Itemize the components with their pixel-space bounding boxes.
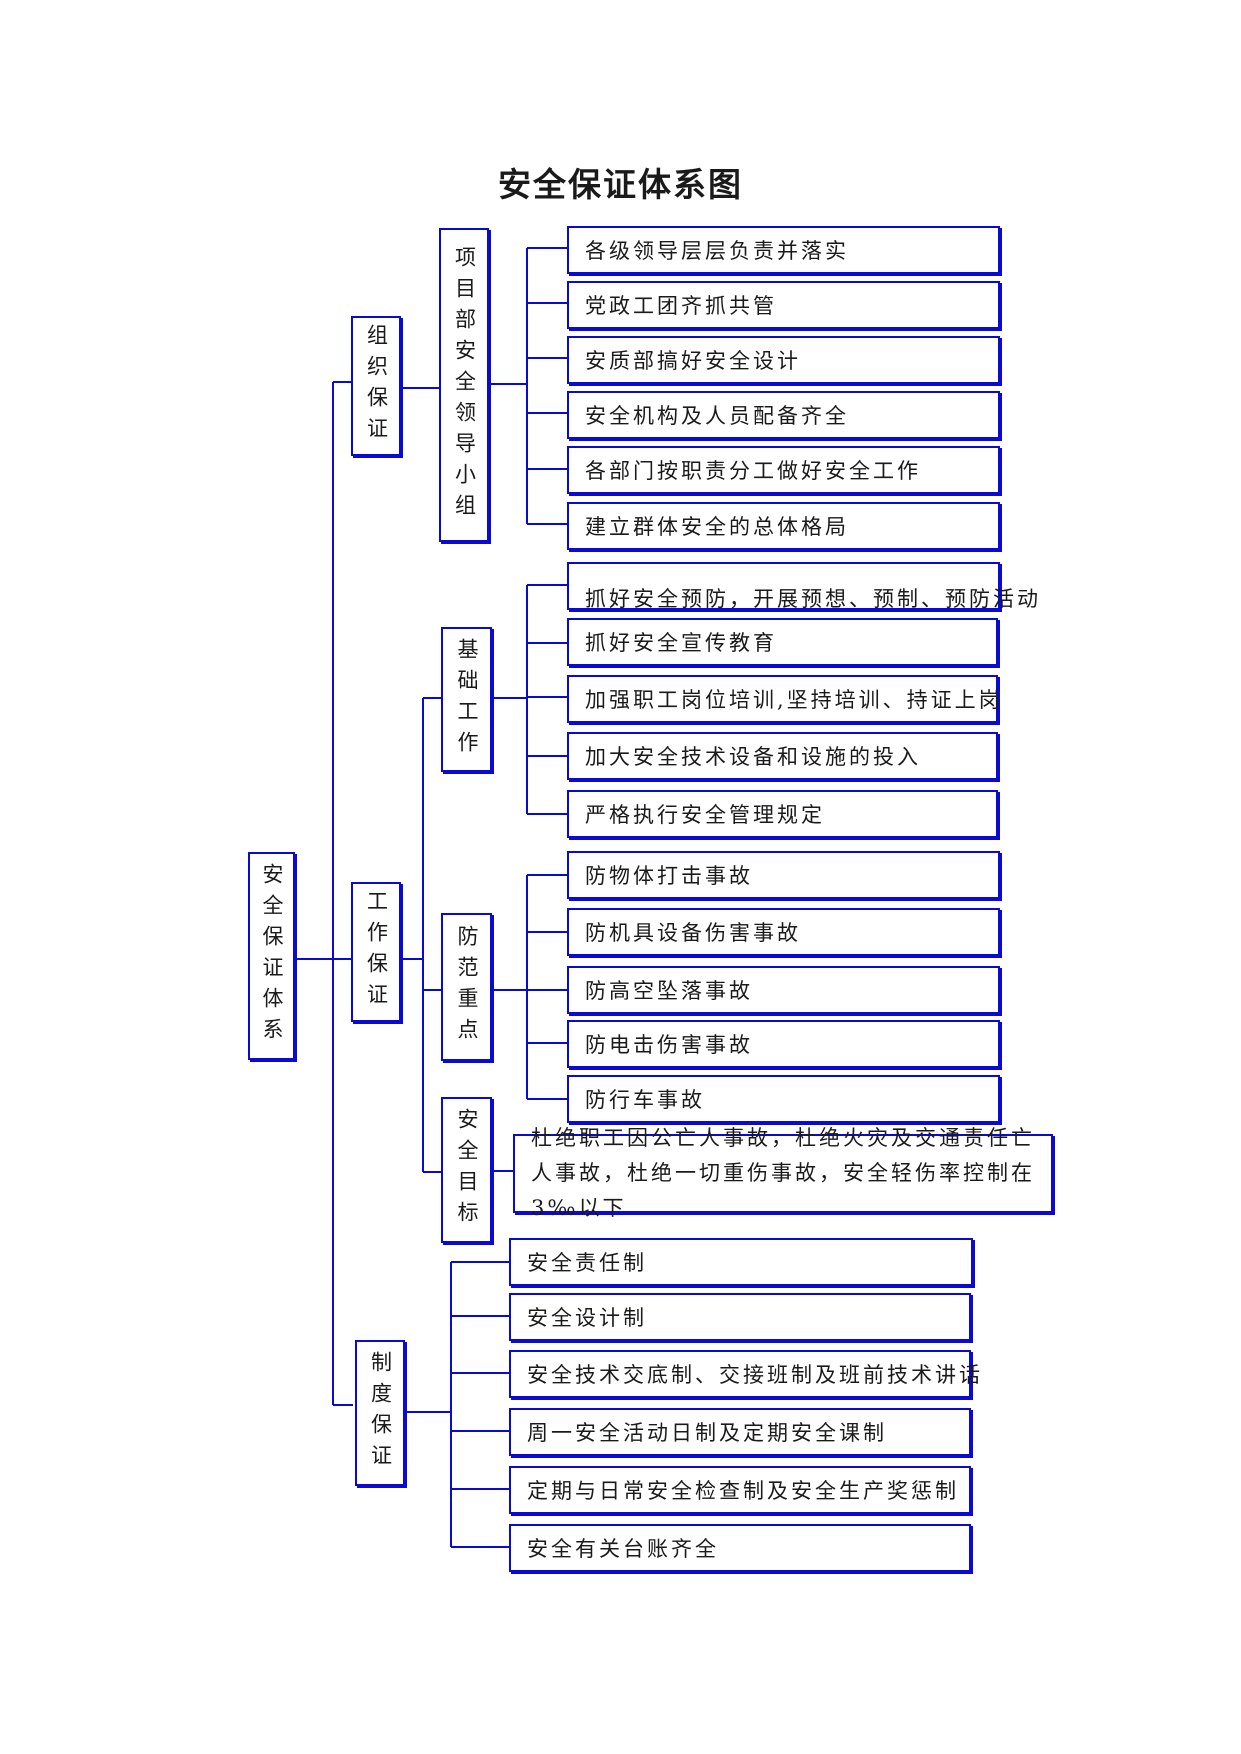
basic-item-label: 抓好安全预防，开展预想、预制、预防活动 <box>585 587 1041 611</box>
system-item-box: 安全设计制 <box>509 1293 971 1341</box>
org-item-box: 建立群体安全的总体格局 <box>567 502 1000 550</box>
basic-work-label: 基础工作 <box>455 637 479 762</box>
leadership-group-label: 项目部安全领导小组 <box>452 245 477 525</box>
org-item-label: 建立群体安全的总体格局 <box>585 515 849 539</box>
system-item-label: 定期与日常安全检查制及安全生产奖惩制 <box>527 1479 959 1503</box>
org-item-box: 安质部搞好安全设计 <box>567 336 1000 384</box>
system-item-label: 安全责任制 <box>527 1251 647 1275</box>
org-item-box: 各级领导层层负责并落实 <box>567 226 1000 274</box>
system-item-box: 周一安全活动日制及定期安全课制 <box>509 1408 971 1456</box>
org-item-box: 各部门按职责分工做好安全工作 <box>567 446 1000 494</box>
system-item-label: 安全设计制 <box>527 1306 647 1330</box>
org-guarantee-box: 组织保证 <box>351 316 401 456</box>
focus-item-box: 防机具设备伤害事故 <box>567 908 1000 956</box>
root-label: 安全保证体系 <box>260 863 284 1049</box>
org-item-label: 党政工团齐抓共管 <box>585 294 777 318</box>
system-item-label: 安全有关台账齐全 <box>527 1537 719 1561</box>
basic-item-box: 严格执行安全管理规定 <box>567 790 998 838</box>
safety-goal-box: 安全目标 <box>441 1097 492 1243</box>
system-item-box: 定期与日常安全检查制及安全生产奖惩制 <box>509 1466 971 1514</box>
focus-item-label: 防物体打击事故 <box>585 864 753 888</box>
system-guarantee-label: 制度保证 <box>368 1351 393 1475</box>
basic-item-label: 加大安全技术设备和设施的投入 <box>585 745 921 769</box>
system-item-box: 安全技术交底制、交接班制及班前技术讲话 <box>509 1350 980 1398</box>
leadership-group-box: 项目部安全领导小组 <box>439 228 489 542</box>
org-item-box: 安全机构及人员配备齐全 <box>567 391 1000 439</box>
org-item-label: 安全机构及人员配备齐全 <box>585 404 849 428</box>
org-item-label: 安质部搞好安全设计 <box>585 349 801 373</box>
focus-item-label: 防电击伤害事故 <box>585 1033 753 1057</box>
basic-item-label: 严格执行安全管理规定 <box>585 803 825 827</box>
system-item-label: 安全技术交底制、交接班制及班前技术讲话 <box>527 1363 983 1387</box>
focus-item-label: 防高空坠落事故 <box>585 979 753 1003</box>
basic-work-box: 基础工作 <box>441 627 492 772</box>
org-item-label: 各部门按职责分工做好安全工作 <box>585 459 921 483</box>
focus-item-box: 防行车事故 <box>567 1075 1000 1123</box>
page-title: 安全保证体系图 <box>498 165 743 204</box>
work-guarantee-box: 工作保证 <box>351 882 401 1022</box>
basic-item-label: 加强职工岗位培训,坚持培训、持证上岗 <box>585 688 1003 712</box>
safety-goal-text: 杜绝职工因公亡人事故，杜绝火灾及交通责任亡人事故，杜绝一切重伤事故，安全轻伤率控… <box>531 1126 1035 1220</box>
basic-item-box: 加强职工岗位培训,坚持培训、持证上岗 <box>567 675 1000 723</box>
system-item-label: 周一安全活动日制及定期安全课制 <box>527 1421 887 1445</box>
root-box: 安全保证体系 <box>248 852 295 1060</box>
system-item-box: 安全有关台账齐全 <box>509 1524 971 1572</box>
basic-item-box: 抓好安全预防，开展预想、预制、预防活动 <box>567 562 1038 611</box>
focus-item-box: 防电击伤害事故 <box>567 1020 1000 1068</box>
system-item-box: 安全责任制 <box>509 1238 973 1286</box>
focus-item-box: 防物体打击事故 <box>567 851 1000 899</box>
focus-item-label: 防行车事故 <box>585 1088 705 1112</box>
org-guarantee-label: 组织保证 <box>364 324 389 448</box>
focus-item-box: 防高空坠落事故 <box>567 966 1000 1014</box>
org-item-box: 党政工团齐抓共管 <box>567 281 1000 329</box>
basic-item-box: 抓好安全宣传教育 <box>567 618 998 666</box>
basic-item-box: 加大安全技术设备和设施的投入 <box>567 732 998 780</box>
safety-goal-text-box: 杜绝职工因公亡人事故，杜绝火灾及交通责任亡人事故，杜绝一切重伤事故，安全轻伤率控… <box>513 1126 1053 1220</box>
work-guarantee-label: 工作保证 <box>364 890 389 1014</box>
safety-goal-label: 安全目标 <box>455 1108 479 1232</box>
prevention-focus-box: 防范重点 <box>441 913 492 1061</box>
basic-item-label: 抓好安全宣传教育 <box>585 631 777 655</box>
focus-item-label: 防机具设备伤害事故 <box>585 921 801 945</box>
org-item-label: 各级领导层层负责并落实 <box>585 239 849 263</box>
prevention-focus-label: 防范重点 <box>455 925 479 1049</box>
system-guarantee-box: 制度保证 <box>355 1340 405 1486</box>
